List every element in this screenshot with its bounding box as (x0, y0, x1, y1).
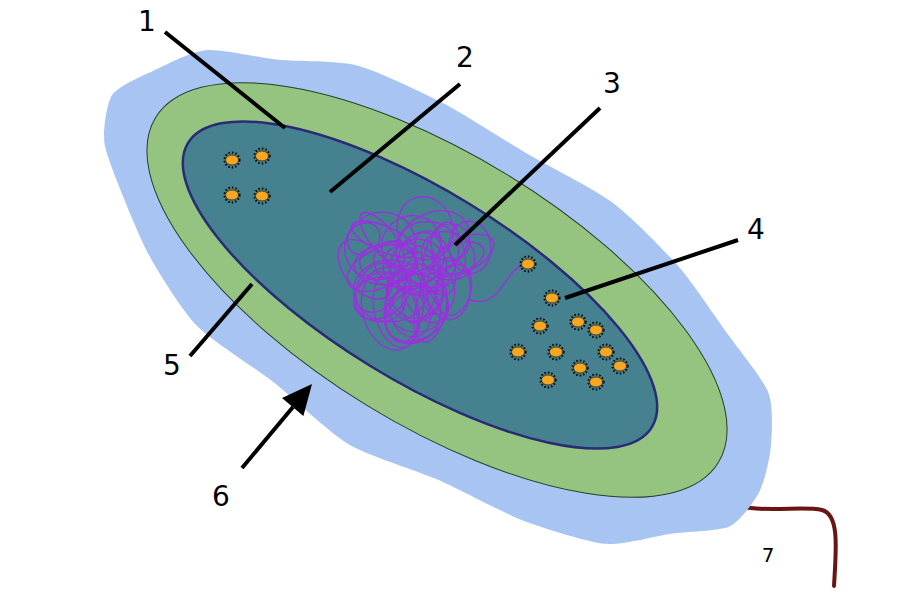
ribosome-edge (533, 319, 548, 334)
ribosome-edge (545, 291, 560, 306)
callout-number: 3 (603, 67, 621, 100)
ribosome-body (572, 317, 585, 327)
cytoplasm (138, 62, 701, 508)
ribosome-body (256, 151, 269, 161)
ribosome (541, 373, 556, 388)
ribosome-body (226, 155, 239, 165)
ribosome-body (574, 363, 587, 373)
cell-wall (85, 2, 789, 577)
ribosome-edge (589, 323, 604, 338)
ribosome-edge (541, 373, 556, 388)
dna-strand (341, 216, 387, 261)
callout-number: 2 (456, 41, 474, 74)
nucleoid (327, 189, 522, 357)
ribosome (255, 189, 270, 204)
dna-strand (470, 266, 522, 302)
leader-lines (165, 32, 738, 468)
ribosome-edge (599, 345, 614, 360)
ribosome (571, 315, 586, 330)
ribosome-edge (511, 345, 526, 360)
ribosome (589, 375, 604, 390)
ribosome-body (590, 377, 603, 387)
ribosome (533, 319, 548, 334)
leader-line (455, 108, 600, 245)
ribosome-edge (521, 257, 536, 272)
callout-position: 7 (762, 545, 775, 566)
ribosome (613, 359, 628, 374)
ribosome-edge (225, 188, 240, 203)
callout-position: 6 (212, 483, 230, 511)
callout-number: 6 (212, 480, 230, 513)
ribosome-edge (573, 361, 588, 376)
ribosome-body (600, 347, 613, 357)
ribosome-edge (255, 149, 270, 164)
ribosome-body (522, 259, 535, 269)
ribosome-edge (613, 359, 628, 374)
ribosome-edge (225, 153, 240, 168)
ribosome (511, 345, 526, 360)
ribosome-body (512, 347, 525, 357)
callout-position: 1 (138, 8, 156, 36)
callout-number: 7 (762, 543, 775, 567)
dna-strand (447, 220, 493, 275)
ribosome-edge (549, 345, 564, 360)
ribosome (599, 345, 614, 360)
ribosome-body (542, 375, 555, 385)
leader-arrow (242, 407, 293, 468)
ribosome (225, 153, 240, 168)
ribosome (521, 257, 536, 272)
leader-line (565, 240, 738, 298)
dna-strand (352, 265, 427, 358)
callout-position: 4 (747, 216, 765, 244)
leader-line (190, 284, 252, 356)
ribosome-edge (571, 315, 586, 330)
arrow-head (282, 384, 312, 416)
ribosome-body (590, 325, 603, 335)
callout-number: 5 (163, 349, 181, 382)
ribosome (225, 188, 240, 203)
ribosome (549, 345, 564, 360)
ribosome (545, 291, 560, 306)
ribosomes (225, 149, 628, 390)
callout-position: 2 (456, 44, 474, 72)
ribosome-body (614, 361, 627, 371)
ribosome (255, 149, 270, 164)
callout-number: 1 (138, 5, 156, 38)
leader-line (330, 84, 460, 192)
ribosome (589, 323, 604, 338)
dna-strand (418, 265, 457, 316)
ribosome-body (550, 347, 563, 357)
callout-position: 5 (163, 352, 181, 380)
ribosome-body (534, 321, 547, 331)
ribosome-edge (589, 375, 604, 390)
ribosome-body (226, 190, 239, 200)
ribosome-body (256, 191, 269, 201)
leader-line (165, 32, 285, 128)
ribosome-edge (255, 189, 270, 204)
callout-position: 3 (603, 70, 621, 98)
ribosome (573, 361, 588, 376)
callout-number: 4 (747, 213, 765, 246)
ribosome-body (546, 293, 559, 303)
